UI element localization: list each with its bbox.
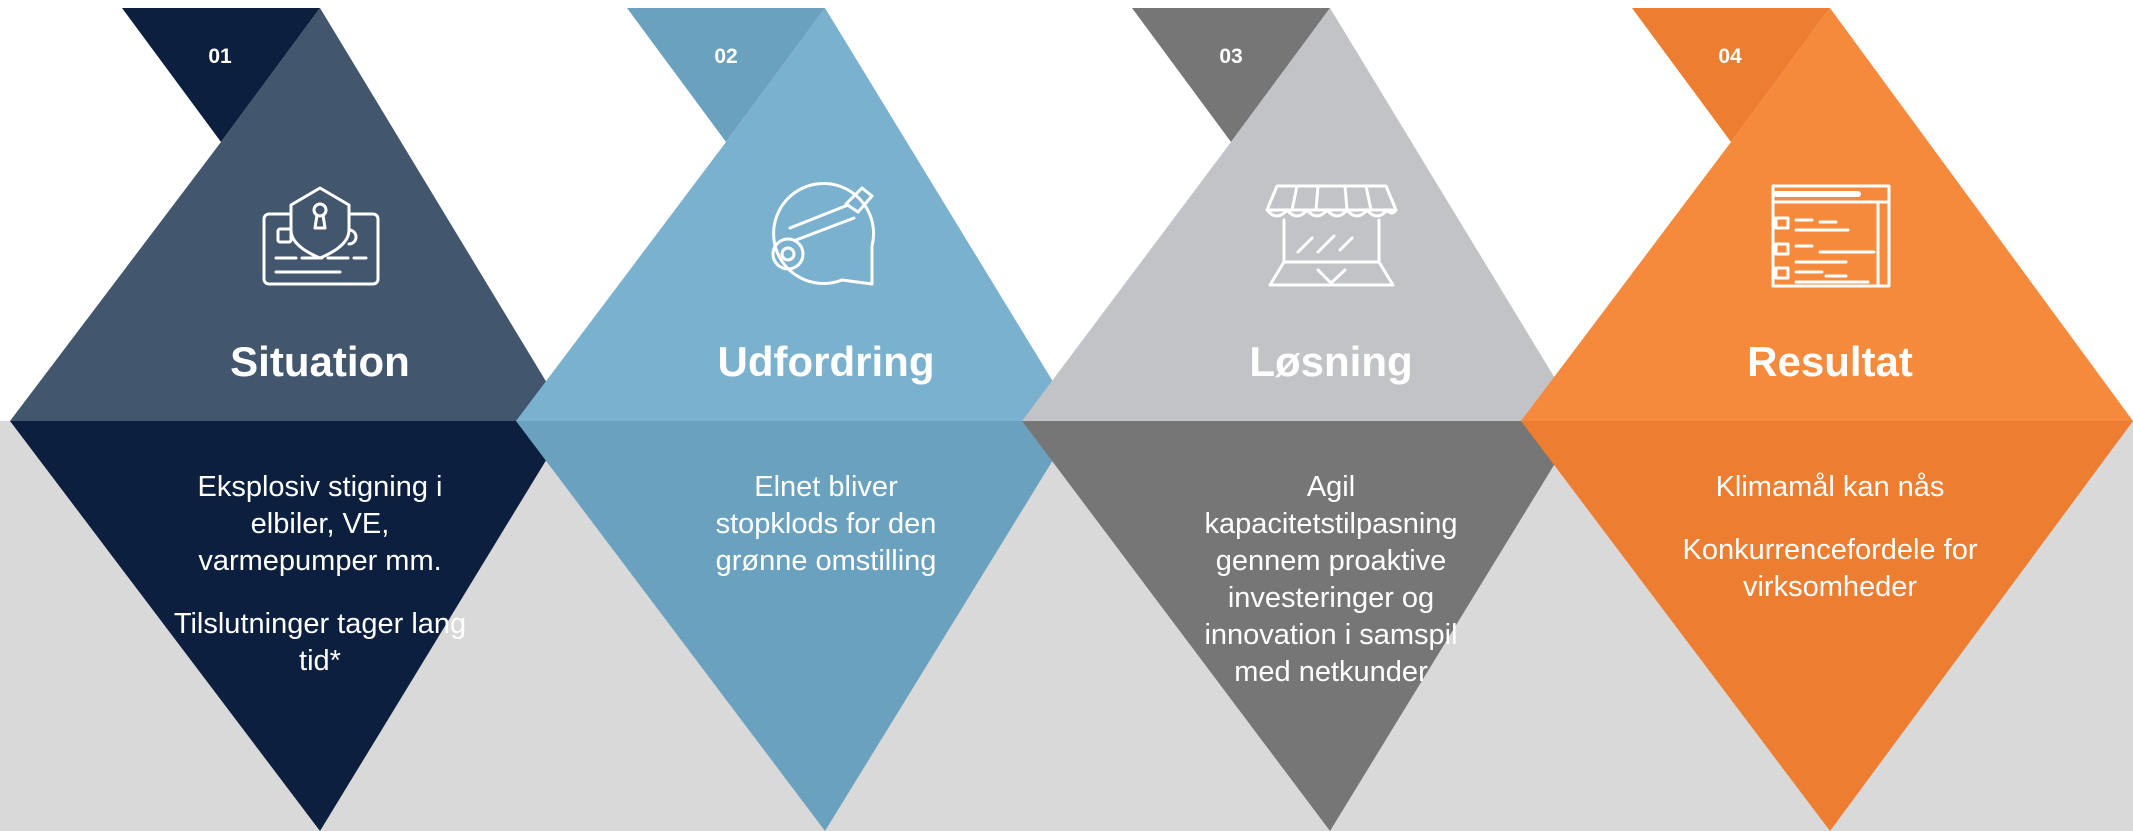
step-2-notch [627,8,825,142]
step-1-paragraph: Tilslutninger tager lang tid* [173,608,467,677]
step-4-lower-triangle [1521,421,2133,831]
step-1-description: Eksplosiv stigning i elbiler, VE, varmep… [170,469,470,680]
step-2-description: Elnet bliver stopklods for den grønne om… [691,469,961,580]
step-1-notch [122,8,320,142]
secure-card-icon [262,186,380,286]
step-2-lower-triangle [516,421,1077,831]
step-4-description: Klimamål kan nås Konkurrencefordele for … [1680,469,1980,606]
step-3-lower-triangle [1022,421,1581,831]
step-1-number: 01 [208,45,232,68]
step-1-lower-triangle [10,421,570,831]
step-3-description: Agil kapacitetstilpasning gennem proakti… [1181,469,1481,691]
step-4-paragraph: Konkurrencefordele for virksomheder [1682,534,1978,603]
step-2-number: 02 [714,45,738,68]
step-1-title: Situation [230,338,410,385]
step-4-notch [1632,8,1830,142]
step-3-paragraph: Agil kapacitetstilpasning gennem proakti… [1204,471,1458,688]
webpage-list-icon [1771,184,1891,288]
wrench-chat-icon [771,182,876,286]
step-1-paragraph: Eksplosiv stigning i elbiler, VE, varmep… [197,471,443,577]
step-4-upper-triangle [1521,8,2133,421]
step-4-title: Resultat [1747,338,1913,385]
step-2-paragraph: Elnet bliver stopklods for den grønne om… [715,471,937,577]
step-2-title: Udfordring [717,338,935,385]
step-4-paragraph: Klimamål kan nås [1715,471,1945,503]
step-3-title: Løsning [1249,338,1413,385]
step-4-number: 04 [1718,45,1742,68]
step-3-notch [1132,8,1330,142]
step-2-upper-triangle [516,8,1077,421]
storefront-icon [1265,184,1398,287]
step-3-number: 03 [1219,45,1243,68]
